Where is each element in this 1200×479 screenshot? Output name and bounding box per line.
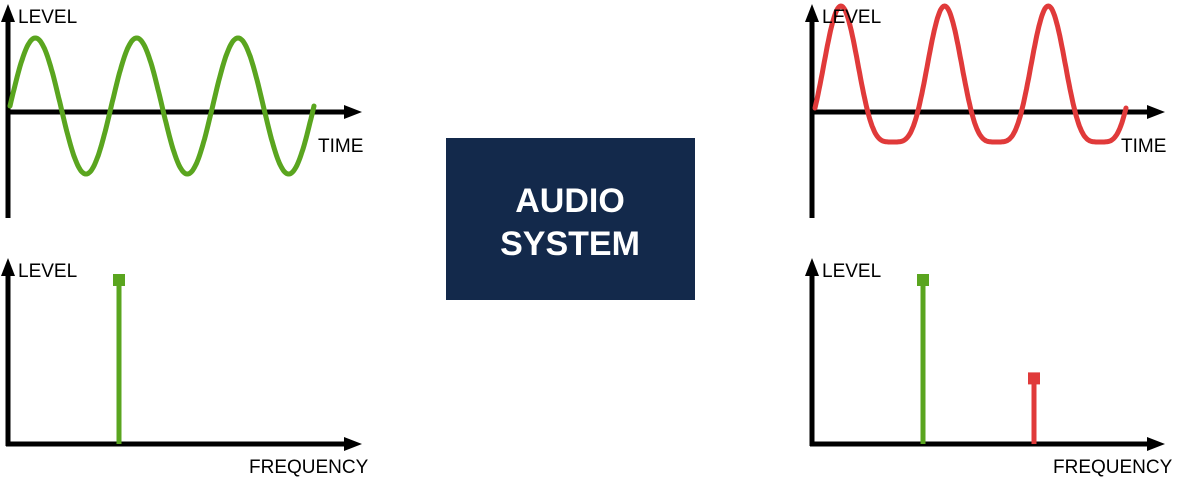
- input-sine-wave: [7, 35, 317, 177]
- output-spectrum-x-label: FREQUENCY: [1053, 457, 1173, 478]
- input-spectrum-x-label: FREQUENCY: [249, 457, 369, 478]
- output-time-plot: LEVEL TIME: [805, 3, 1166, 218]
- input-time-y-arrow: [1, 4, 15, 22]
- output-time-x-arrow: [1147, 105, 1165, 119]
- audio-system-line1: AUDIO: [515, 182, 625, 220]
- input-time-y-label: LEVEL: [18, 7, 77, 28]
- output-spectrum-y-label: LEVEL: [822, 261, 881, 282]
- output-time-y-arrow: [805, 4, 819, 22]
- output-distorted-wave: [812, 3, 1129, 145]
- input-spectrum-y-arrow: [1, 258, 15, 276]
- audio-system-rect: [446, 138, 695, 300]
- audio-system-box: AUDIO SYSTEM: [446, 138, 695, 300]
- output-time-y-label: LEVEL: [822, 7, 881, 28]
- input-spectrum-plot: LEVEL FREQUENCY: [1, 258, 369, 478]
- input-time-x-label: TIME: [318, 136, 363, 157]
- output-spectrum-y-arrow: [805, 258, 819, 276]
- input-time-plot: LEVEL TIME: [1, 4, 363, 218]
- output-spectrum-x-arrow: [1147, 437, 1165, 451]
- input-spectrum-marker-1: [113, 274, 125, 286]
- audio-system-line2: SYSTEM: [500, 225, 640, 263]
- output-spectrum-plot: LEVEL FREQUENCY: [805, 258, 1173, 478]
- input-time-x-arrow: [344, 105, 362, 119]
- input-spectrum-x-arrow: [344, 437, 362, 451]
- output-spectrum-marker-1: [917, 274, 929, 286]
- output-spectrum-marker-2: [1028, 372, 1040, 385]
- input-spectrum-y-label: LEVEL: [18, 261, 77, 282]
- output-time-x-label: TIME: [1121, 136, 1166, 157]
